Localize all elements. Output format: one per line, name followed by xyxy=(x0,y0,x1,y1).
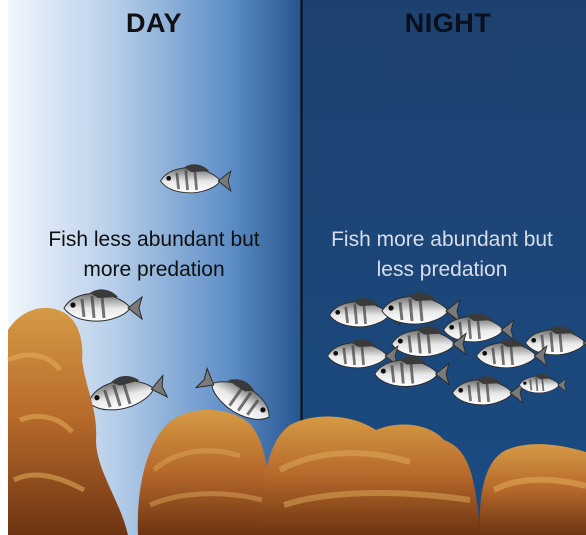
day-description-line-2: more predation xyxy=(8,255,300,285)
night-description-line-2: less predation xyxy=(296,255,586,285)
panel-divider xyxy=(301,0,303,440)
day-description: Fish less abundant but more predation xyxy=(8,225,300,285)
night-title: NIGHT xyxy=(302,8,586,39)
night-description: Fish more abundant but less predation xyxy=(296,225,586,285)
day-description-line-1: Fish less abundant but xyxy=(8,225,300,255)
night-description-line-1: Fish more abundant but xyxy=(296,225,586,255)
day-title: DAY xyxy=(8,8,300,39)
